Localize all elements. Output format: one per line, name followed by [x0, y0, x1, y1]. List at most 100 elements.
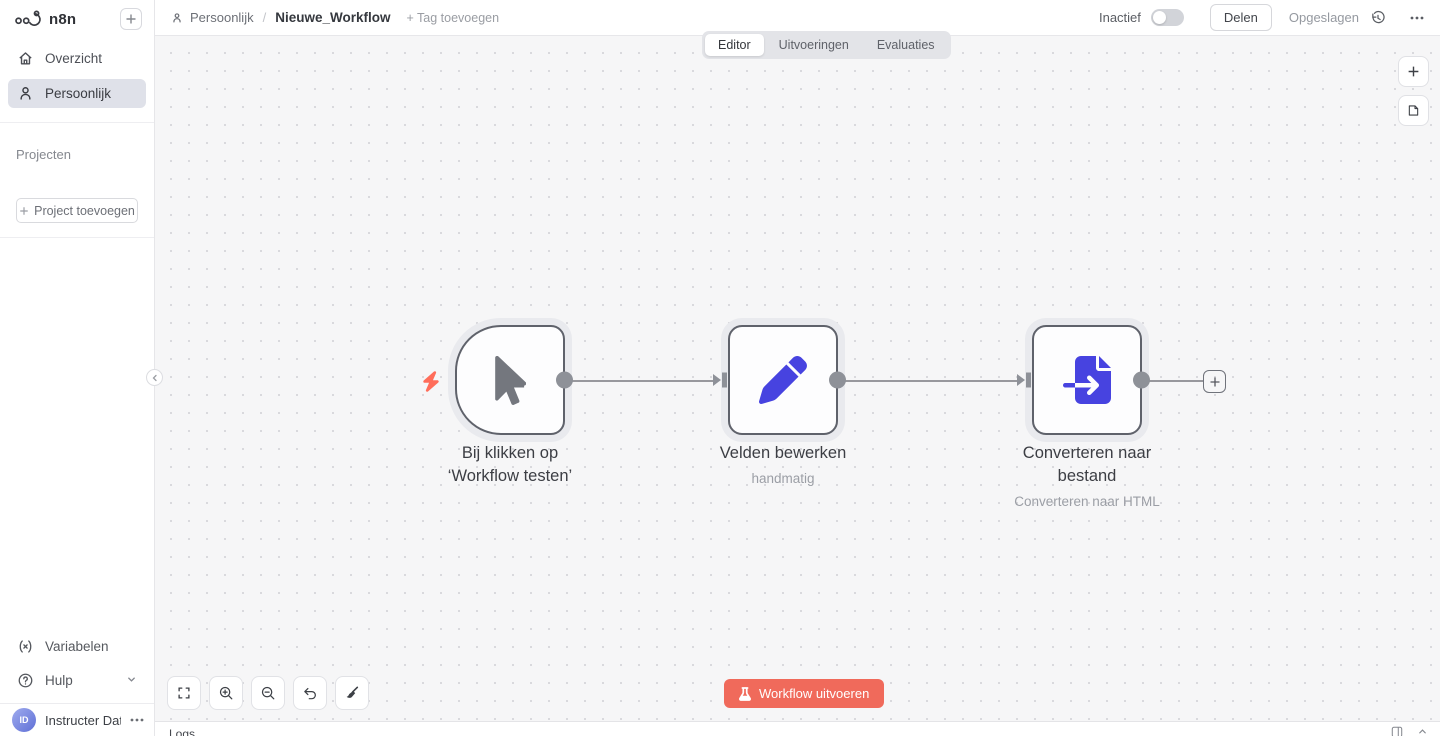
tab-evaluaties[interactable]: Evaluaties — [876, 38, 935, 52]
sidebar: n8n Overzicht Persoonlijk Projecten — [0, 0, 155, 736]
tab-uitvoeringen[interactable]: Uitvoeringen — [778, 38, 849, 52]
sidebar-spacer — [0, 238, 154, 631]
node-converteren-naar-bestand[interactable] — [1017, 325, 1150, 435]
node-label: Converteren naar bestand Converteren naa… — [987, 442, 1187, 513]
sidebar-item-label: Persoonlijk — [45, 86, 112, 101]
canvas-toolbar — [167, 676, 369, 710]
mouse-pointer-icon — [494, 355, 526, 405]
version-history-icon[interactable] — [1370, 10, 1386, 26]
pencil-icon — [759, 356, 807, 404]
run-workflow-label: Workflow uitvoeren — [759, 686, 870, 701]
plus-icon — [126, 14, 136, 24]
share-button[interactable]: Delen — [1209, 4, 1272, 31]
file-import-icon — [1063, 356, 1111, 404]
zoom-in-button[interactable] — [209, 676, 243, 710]
user-icon — [20, 87, 31, 100]
undo-button[interactable] — [293, 676, 327, 710]
logs-panel-title: Logs — [169, 727, 196, 736]
home-icon — [19, 52, 32, 65]
breadcrumb-separator: / — [262, 10, 267, 25]
node-velden-bewerken[interactable] — [713, 325, 846, 435]
add-tag-button[interactable]: + Tag toevoegen — [406, 10, 500, 25]
fit-view-button[interactable] — [167, 676, 201, 710]
add-node-button[interactable] — [1398, 56, 1429, 87]
sidebar-divider — [0, 237, 154, 238]
user-name: Instructer Data... — [45, 712, 121, 728]
input-connector — [722, 372, 727, 388]
connection-line[interactable] — [839, 380, 1017, 382]
workflow-canvas[interactable]: Bij klikken op ‘Workflow testen’ Velden … — [155, 36, 1440, 721]
node-subtitle: handmatig — [751, 471, 815, 486]
node-title-line: ‘Workflow testen’ — [447, 467, 573, 485]
fit-view-icon — [178, 687, 190, 699]
sidebar-header: n8n — [0, 0, 154, 36]
zoom-out-button[interactable] — [251, 676, 285, 710]
input-connector — [1017, 374, 1025, 386]
run-workflow-button[interactable]: Workflow uitvoeren — [724, 679, 885, 708]
sidebar-collapse-button[interactable] — [146, 369, 163, 386]
active-toggle-label: Inactief — [1098, 10, 1141, 25]
trigger-bolt-icon[interactable] — [422, 371, 440, 397]
connection-line[interactable] — [567, 380, 713, 382]
projects-section-header: Projecten — [16, 147, 71, 162]
workflow-header: Persoonlijk / Nieuwe_Workflow + Tag toev… — [155, 0, 1440, 36]
n8n-logo-icon — [14, 10, 42, 28]
project-user-icon — [173, 12, 181, 22]
avatar: ID — [12, 708, 36, 732]
output-connector[interactable] — [1133, 371, 1150, 389]
plus-icon — [1408, 66, 1419, 77]
tidy-up-button[interactable] — [335, 676, 369, 710]
node-title: Velden bewerken — [719, 444, 847, 462]
header-actions: Inactief Delen Opgeslagen — [1099, 4, 1424, 31]
view-tabs: Editor Uitvoeringen Evaluaties — [702, 31, 951, 59]
sidebar-item-label: Hulp — [45, 672, 73, 688]
undo-icon — [304, 687, 316, 700]
logo-text: n8n — [49, 10, 77, 28]
sidebar-item-overzicht[interactable]: Overzicht — [8, 44, 146, 73]
new-workflow-button[interactable] — [120, 8, 142, 30]
node-manual-trigger[interactable] — [455, 325, 573, 435]
breadcrumb-project[interactable]: Persoonlijk — [190, 10, 254, 25]
input-connector — [713, 374, 721, 386]
chevron-down-icon — [126, 673, 137, 688]
workflow-name[interactable]: Nieuwe_Workflow — [275, 10, 391, 25]
add-next-node-button[interactable] — [1203, 370, 1226, 393]
sidebar-item-persoonlijk[interactable]: Persoonlijk — [8, 79, 146, 108]
plus-icon — [1210, 377, 1219, 386]
add-project-button[interactable]: Project toevoegen — [16, 198, 138, 223]
add-sticky-note-button[interactable] — [1398, 95, 1429, 126]
output-connector[interactable] — [556, 371, 573, 389]
node-label: Bij klikken op ‘Workflow testen’ — [390, 442, 630, 488]
logs-panel-header[interactable]: Logs — [155, 721, 1440, 736]
node-title-line: Bij klikken op — [461, 444, 559, 462]
sidebar-nav: Overzicht Persoonlijk — [0, 44, 154, 114]
add-project-label: Project toevoegen — [34, 203, 135, 218]
sidebar-item-variabelen[interactable]: Variabelen — [8, 631, 146, 661]
help-icon — [18, 673, 33, 687]
workflow-active-toggle[interactable] — [1150, 9, 1184, 26]
sidebar-divider — [0, 122, 154, 123]
chevron-left-icon — [152, 374, 157, 381]
sidebar-item-hulp[interactable]: Hulp — [8, 665, 146, 695]
sidebar-bottom-nav: Variabelen Hulp — [0, 631, 154, 703]
user-account-row[interactable]: ID Instructer Data... — [0, 703, 154, 736]
more-options-icon[interactable] — [1410, 16, 1424, 20]
connection-line[interactable] — [1143, 380, 1203, 382]
saved-status: Opgeslagen — [1288, 10, 1359, 25]
sticky-note-icon — [1408, 105, 1419, 116]
toggle-knob — [1152, 11, 1166, 24]
output-connector[interactable] — [829, 371, 846, 389]
chevron-up-icon[interactable] — [1417, 726, 1428, 736]
logs-panel-actions — [1391, 726, 1428, 736]
node-subtitle: Converteren naar HTML — [1014, 494, 1160, 509]
user-options-icon[interactable] — [130, 718, 144, 722]
tab-editor[interactable]: Editor — [705, 34, 764, 56]
flask-icon — [739, 686, 751, 701]
input-connector — [1026, 372, 1031, 388]
sidebar-item-label: Overzicht — [45, 51, 103, 66]
sidebar-item-label: Variabelen — [45, 638, 109, 654]
plus-icon — [20, 206, 28, 215]
open-panel-icon[interactable] — [1391, 726, 1403, 736]
node-label: Velden bewerken handmatig — [663, 442, 903, 490]
